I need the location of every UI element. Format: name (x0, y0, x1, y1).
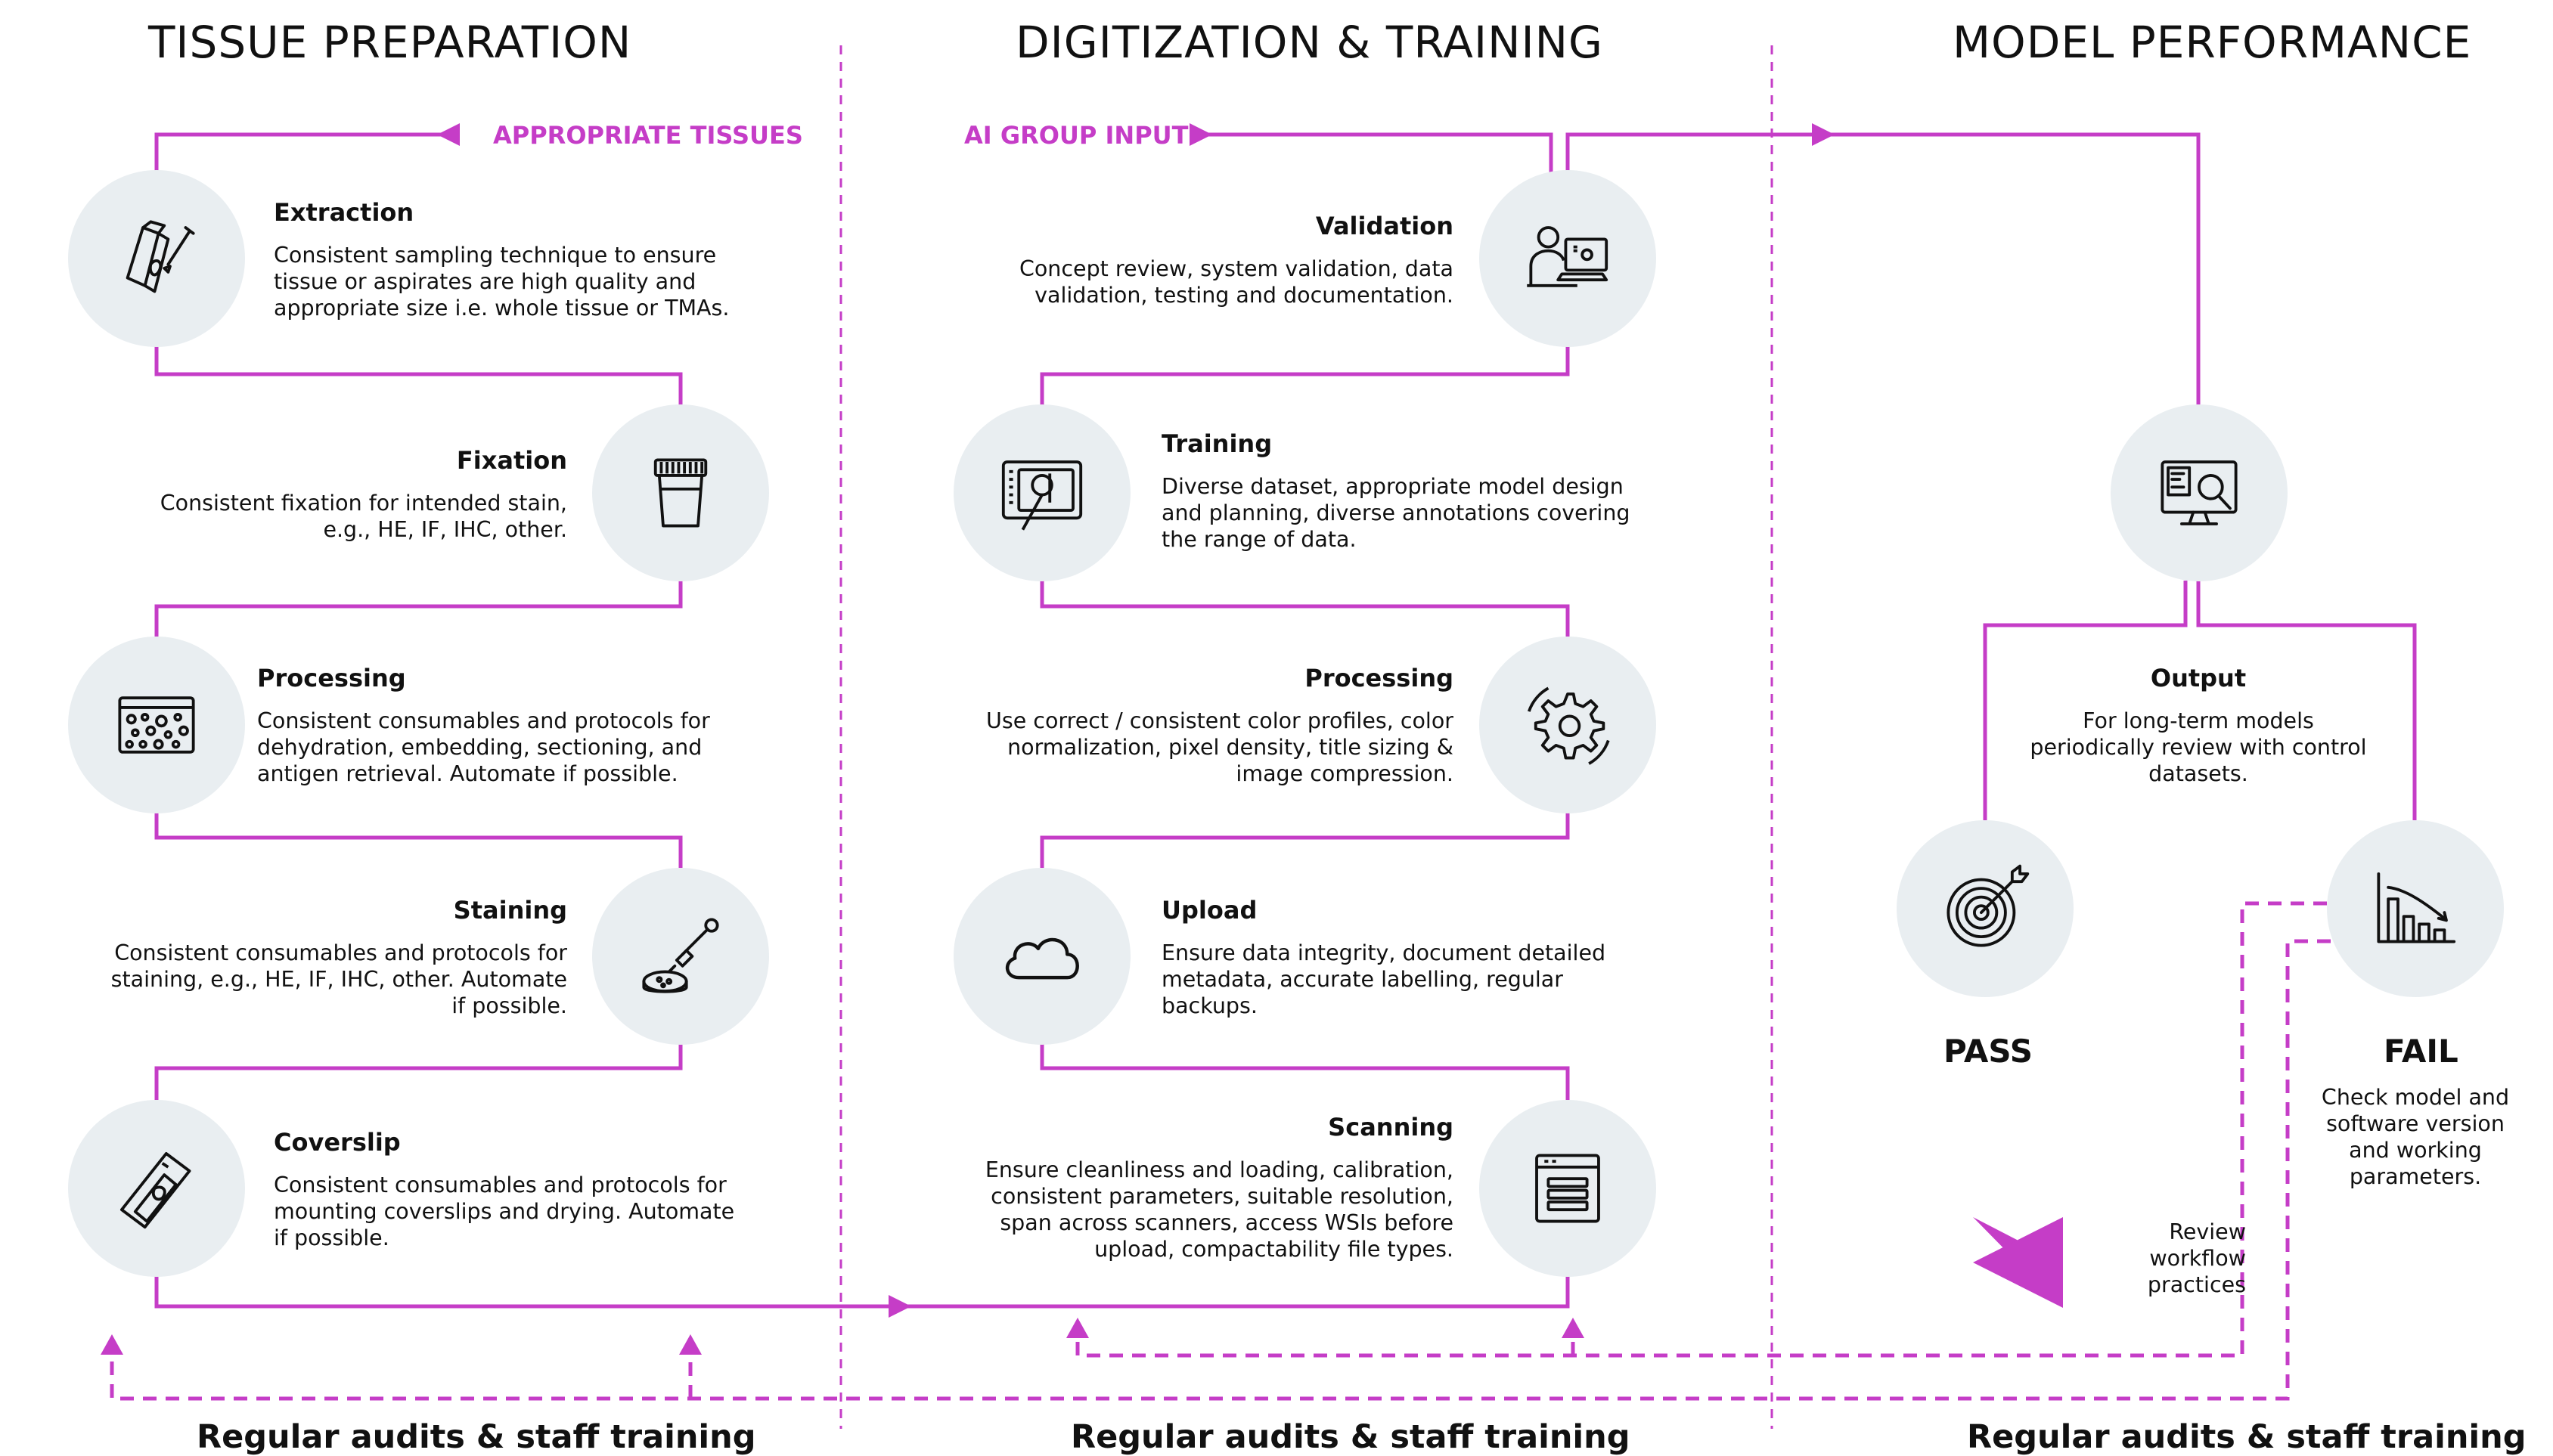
drawing-tablet-icon (1001, 460, 1083, 531)
step-text: Consistent sampling technique to ensure … (274, 243, 730, 321)
step-title: Staining (453, 896, 567, 925)
step-title: Extraction (274, 198, 414, 227)
footer-label-digitization: Regular audits & staff training (1071, 1418, 1630, 1456)
step-text: Consistent consumables and protocols for… (274, 1173, 735, 1250)
performance-monitor-node (2111, 404, 2288, 581)
gear-icon (1527, 686, 1610, 765)
step-text: Diverse dataset, appropriate model desig… (1162, 474, 1630, 552)
staining-step: Staining Consistent consumables and prot… (106, 896, 567, 1019)
step-title: Output (2150, 664, 2247, 692)
extraction-node (68, 170, 245, 347)
upload-step: Upload Ensure data integrity, document d… (1162, 896, 1646, 1019)
fixation-node (592, 404, 769, 581)
feedback-dashed-lines (110, 901, 2331, 1401)
step-text: Ensure cleanliness and loading, calibrat… (985, 1157, 1453, 1262)
step-text: Consistent consumables and protocols for… (110, 940, 567, 1018)
processing-tissue-node (68, 637, 245, 813)
step-title: Processing (1304, 664, 1453, 692)
monitor-search-icon (2161, 460, 2238, 525)
processing-digital-node (1479, 637, 1656, 813)
step-title: Training (1162, 429, 1273, 458)
pass-node (1897, 820, 2074, 997)
processing-tissue-step: Processing Consistent consumables and pr… (257, 664, 741, 787)
sample-tube-icon (126, 220, 195, 293)
coverslip-node (68, 1100, 245, 1277)
pass-label: PASS (1943, 1033, 2033, 1070)
upload-node (954, 868, 1131, 1045)
step-text: Use correct / consistent color profiles,… (985, 708, 1453, 786)
step-title: Scanning (1328, 1113, 1453, 1142)
person-computer-icon (1527, 226, 1608, 287)
step-title: Fixation (456, 446, 567, 475)
column-title-performance: MODEL PERFORMANCE (1953, 17, 2472, 68)
fail-label: FAIL (2384, 1033, 2458, 1070)
tissue-slide-icon (118, 696, 195, 754)
tissue-flow-line (154, 132, 1570, 1309)
appropriate-tissues-label: APPROPRIATE TISSUES (493, 121, 803, 150)
step-text: For long-term models periodically review… (2030, 708, 2367, 786)
step-text: Ensure data integrity, document detailed… (1162, 940, 1606, 1018)
cloud-icon (1006, 937, 1079, 980)
staining-node (592, 868, 769, 1045)
review-step: Review workflow practices (2080, 1219, 2246, 1298)
column-title-digitization: DIGITIZATION & TRAINING (1016, 17, 1603, 68)
training-step: Training Diverse dataset, appropriate mo… (1162, 429, 1646, 553)
step-title: Validation (1315, 212, 1453, 240)
target-icon (1947, 864, 2030, 947)
fixation-step: Fixation Consistent fixation for intende… (121, 446, 567, 543)
validation-node (1479, 170, 1656, 347)
performance-branch-lines (1983, 581, 2417, 820)
extraction-step: Extraction Consistent sampling technique… (274, 198, 743, 321)
step-title: Upload (1162, 896, 1258, 925)
scanner-icon (1535, 1154, 1600, 1223)
specimen-jar-icon (653, 458, 708, 528)
fail-text: Check model and software version and wor… (2321, 1085, 2510, 1189)
validation-step: Validation Concept review, system valida… (983, 212, 1453, 308)
step-text: Concept review, system validation, data … (1019, 256, 1453, 308)
training-node (954, 404, 1131, 581)
footer-label-performance: Regular audits & staff training (1967, 1418, 2527, 1456)
arrowheads (101, 123, 2063, 1355)
fail-step: Check model and software version and wor… (2314, 1084, 2517, 1190)
fail-node (2327, 820, 2504, 997)
output-step: Output For long-term models periodically… (2030, 664, 2367, 787)
review-text: Review workflow practices (2147, 1219, 2246, 1297)
declining-chart-icon (2377, 872, 2456, 943)
coverslip-step: Coverslip Consistent consumables and pro… (274, 1128, 743, 1251)
scanning-step: Scanning Ensure cleanliness and loading,… (960, 1113, 1453, 1262)
scanning-node (1479, 1100, 1656, 1277)
digitization-flow-line (1040, 132, 2201, 1100)
step-title: Processing (257, 664, 406, 692)
ai-group-input-label: AI GROUP INPUT (964, 121, 1189, 150)
step-text: Consistent fixation for intended stain, … (160, 491, 567, 542)
column-title-tissue: TISSUE PREPARATION (148, 17, 632, 68)
review-arrow-triangle (1973, 1217, 2063, 1308)
step-title: Coverslip (274, 1128, 401, 1157)
dropper-dish-icon (642, 918, 719, 993)
processing-digital-step: Processing Use correct / consistent colo… (983, 664, 1453, 787)
step-text: Consistent consumables and protocols for… (257, 708, 710, 786)
footer-label-tissue: Regular audits & staff training (197, 1418, 756, 1456)
coverslip-icon (120, 1152, 191, 1229)
